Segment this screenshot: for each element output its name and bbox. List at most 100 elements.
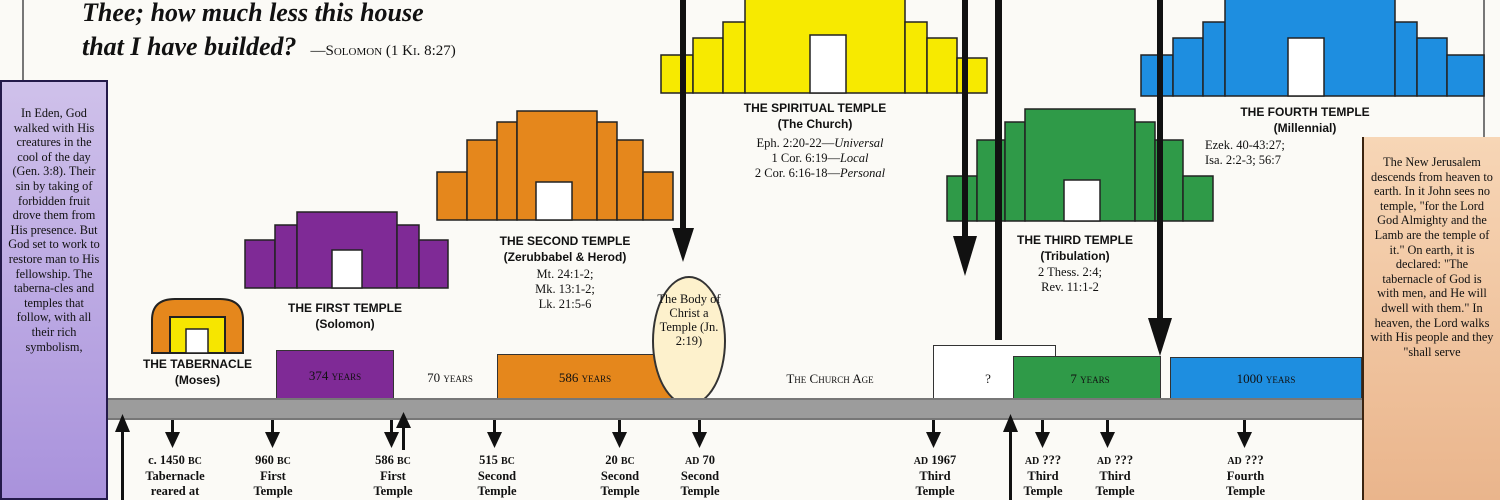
mark-line: Temple: [253, 484, 293, 498]
third-temple-subtitle: (Tribulation): [1040, 249, 1110, 263]
body-of-christ-oval: The Body of Christ a Temple (Jn. 2:19): [652, 276, 726, 406]
mark-line: Second: [600, 469, 640, 483]
mark-line: Third: [919, 469, 951, 483]
mark-era: BC: [188, 456, 202, 467]
tabernacle-label: THE TABERNACLE (Moses): [120, 356, 275, 388]
up-arrow: [115, 414, 130, 500]
spiritual-temple-label: THE SPIRITUAL TEMPLE (The Church): [720, 100, 910, 132]
spiritual-ref-kind: Personal: [839, 166, 886, 180]
second-temple-refs: Mt. 24:1-2; Mk. 13:1-2; Lk. 21:5-6: [520, 267, 610, 312]
mark-era: BC: [500, 456, 515, 467]
second-temple-label: THE SECOND TEMPLE (Zerubbabel & Herod): [470, 233, 660, 265]
period-label-unknown: ?: [985, 371, 991, 386]
spiritual-ref-kind: Universal: [834, 136, 884, 150]
mark-960bc: 960 BC First Temple: [238, 453, 308, 499]
fourth-temple-subtitle: (Millennial): [1273, 121, 1337, 135]
fourth-temple-refs: Ezek. 40-43:27; Isa. 2:2-3; 56:7: [1205, 138, 1335, 168]
mark-line: Fourth: [1226, 469, 1265, 483]
solomon-quote: Thee; how much less this house that I ha…: [82, 0, 456, 68]
mark-line: Third: [1099, 469, 1131, 483]
arrow-to-third-temple-2: [1148, 0, 1172, 356]
mark-era: BC: [620, 456, 635, 467]
second-temple-icon: [436, 110, 674, 221]
down-arrow: [1035, 420, 1050, 448]
down-arrow: [926, 420, 941, 448]
mark-date: 960: [255, 453, 274, 467]
quote-line-1: Thee; how much less this house: [82, 0, 424, 27]
mark-line: First: [380, 469, 406, 483]
mark-line: reared at: [150, 484, 200, 498]
arrow-to-third-temple-1: [953, 0, 977, 276]
mark-era: AD: [684, 456, 700, 467]
second-temple-title: THE SECOND TEMPLE: [499, 234, 631, 248]
period-bar-374: [276, 350, 394, 400]
spiritual-ref: Eph. 2:20-22—: [756, 136, 835, 150]
eden-panel: In Eden, God walked with His creatures i…: [0, 80, 108, 500]
mark-era: AD: [1096, 456, 1112, 467]
mark-line: Temple: [680, 484, 720, 498]
mark-era: AD: [1227, 456, 1242, 467]
tabernacle-title: THE TABERNACLE: [142, 357, 253, 371]
quote-line-2: that I have builded?: [82, 32, 297, 61]
down-arrow: [1237, 420, 1252, 448]
mark-era: AD: [1024, 456, 1040, 467]
down-arrow: [265, 420, 280, 448]
second-temple-subtitle: (Zerubbabel & Herod): [503, 250, 627, 264]
arrow-dome-of-rock: [995, 0, 1002, 340]
period-bar-586: [497, 354, 672, 400]
timeline-bar: [108, 398, 1362, 420]
mark-ad-unknown-2: AD ??? Third Temple: [1080, 453, 1150, 499]
arrow-spiritual-to-body: [672, 0, 694, 262]
mark-line: Temple: [1095, 484, 1135, 498]
mark-ad-unknown-1: AD ??? Third Temple: [1008, 453, 1078, 499]
mark-line: Second: [477, 469, 517, 483]
mark-line: First: [260, 469, 286, 483]
fourth-temple-ref: Isa. 2:2-3; 56:7: [1205, 153, 1282, 167]
mark-date: 70: [702, 453, 716, 467]
spiritual-ref-kind: Local: [839, 151, 869, 165]
eden-panel-text: In Eden, God walked with His creatures i…: [8, 106, 100, 354]
mark-date: 586: [375, 453, 394, 467]
new-jerusalem-panel-text: The New Jerusalem descends from heaven t…: [1370, 155, 1494, 359]
mark-date: 1967: [931, 453, 957, 467]
second-temple-ref: Lk. 21:5-6: [538, 297, 592, 311]
mark-line: Temple: [477, 484, 517, 498]
mark-ad-unknown-3: AD ??? Fourth Temple: [1208, 453, 1283, 499]
third-temple-refs: 2 Thess. 2:4; Rev. 11:1-2: [1015, 265, 1125, 295]
mark-20bc: 20 BC Second Temple: [585, 453, 655, 499]
spiritual-temple-refs: Eph. 2:20-22—Universal 1 Cor. 6:19—Local…: [730, 136, 910, 181]
mark-date: ???: [1042, 453, 1062, 467]
mark-date: c. 1450: [148, 453, 185, 467]
fourth-temple-title: THE FOURTH TEMPLE: [1240, 105, 1370, 119]
up-arrow: [1003, 414, 1018, 500]
mark-era: AD: [913, 456, 929, 467]
mark-586bc: 586 BC First Temple: [358, 453, 428, 499]
spiritual-ref: 2 Cor. 6:16-18—: [754, 166, 840, 180]
third-temple-label: THE THIRD TEMPLE (Tribulation): [1000, 232, 1150, 264]
spiritual-ref: 1 Cor. 6:19—: [771, 151, 840, 165]
mark-1450bc: c. 1450 BC Tabernacle reared at: [130, 453, 220, 499]
down-arrow: [384, 420, 399, 448]
third-temple-ref: Rev. 11:1-2: [1041, 280, 1099, 294]
tabernacle-icon: [151, 298, 244, 354]
quote-attribution: —Solomon (1 Ki. 8:27): [310, 43, 456, 59]
mark-line: Temple: [1023, 484, 1063, 498]
tabernacle-subtitle: (Moses): [174, 373, 221, 387]
down-arrow: [1100, 420, 1115, 448]
period-bar-1000: [1170, 357, 1362, 400]
mark-ad70: AD 70 Second Temple: [665, 453, 735, 499]
up-arrow: [396, 412, 411, 450]
down-arrow: [165, 420, 180, 448]
mark-515bc: 515 BC Second Temple: [462, 453, 532, 499]
fourth-temple-ref: Ezek. 40-43:27;: [1205, 138, 1285, 152]
spiritual-temple-subtitle: (The Church): [777, 117, 853, 131]
first-temple-icon: [244, 211, 449, 289]
third-temple-title: THE THIRD TEMPLE: [1017, 233, 1133, 247]
period-label-7: 7 years: [1070, 371, 1110, 386]
third-temple-ref: 2 Thess. 2:4;: [1037, 265, 1102, 279]
fourth-temple-icon: [1140, 0, 1485, 97]
body-of-christ-text: The Body of Christ a Temple (Jn. 2:19): [657, 292, 721, 348]
third-temple-icon: [946, 108, 1214, 222]
mark-ad1967: AD 1967 Third Temple: [895, 453, 975, 499]
